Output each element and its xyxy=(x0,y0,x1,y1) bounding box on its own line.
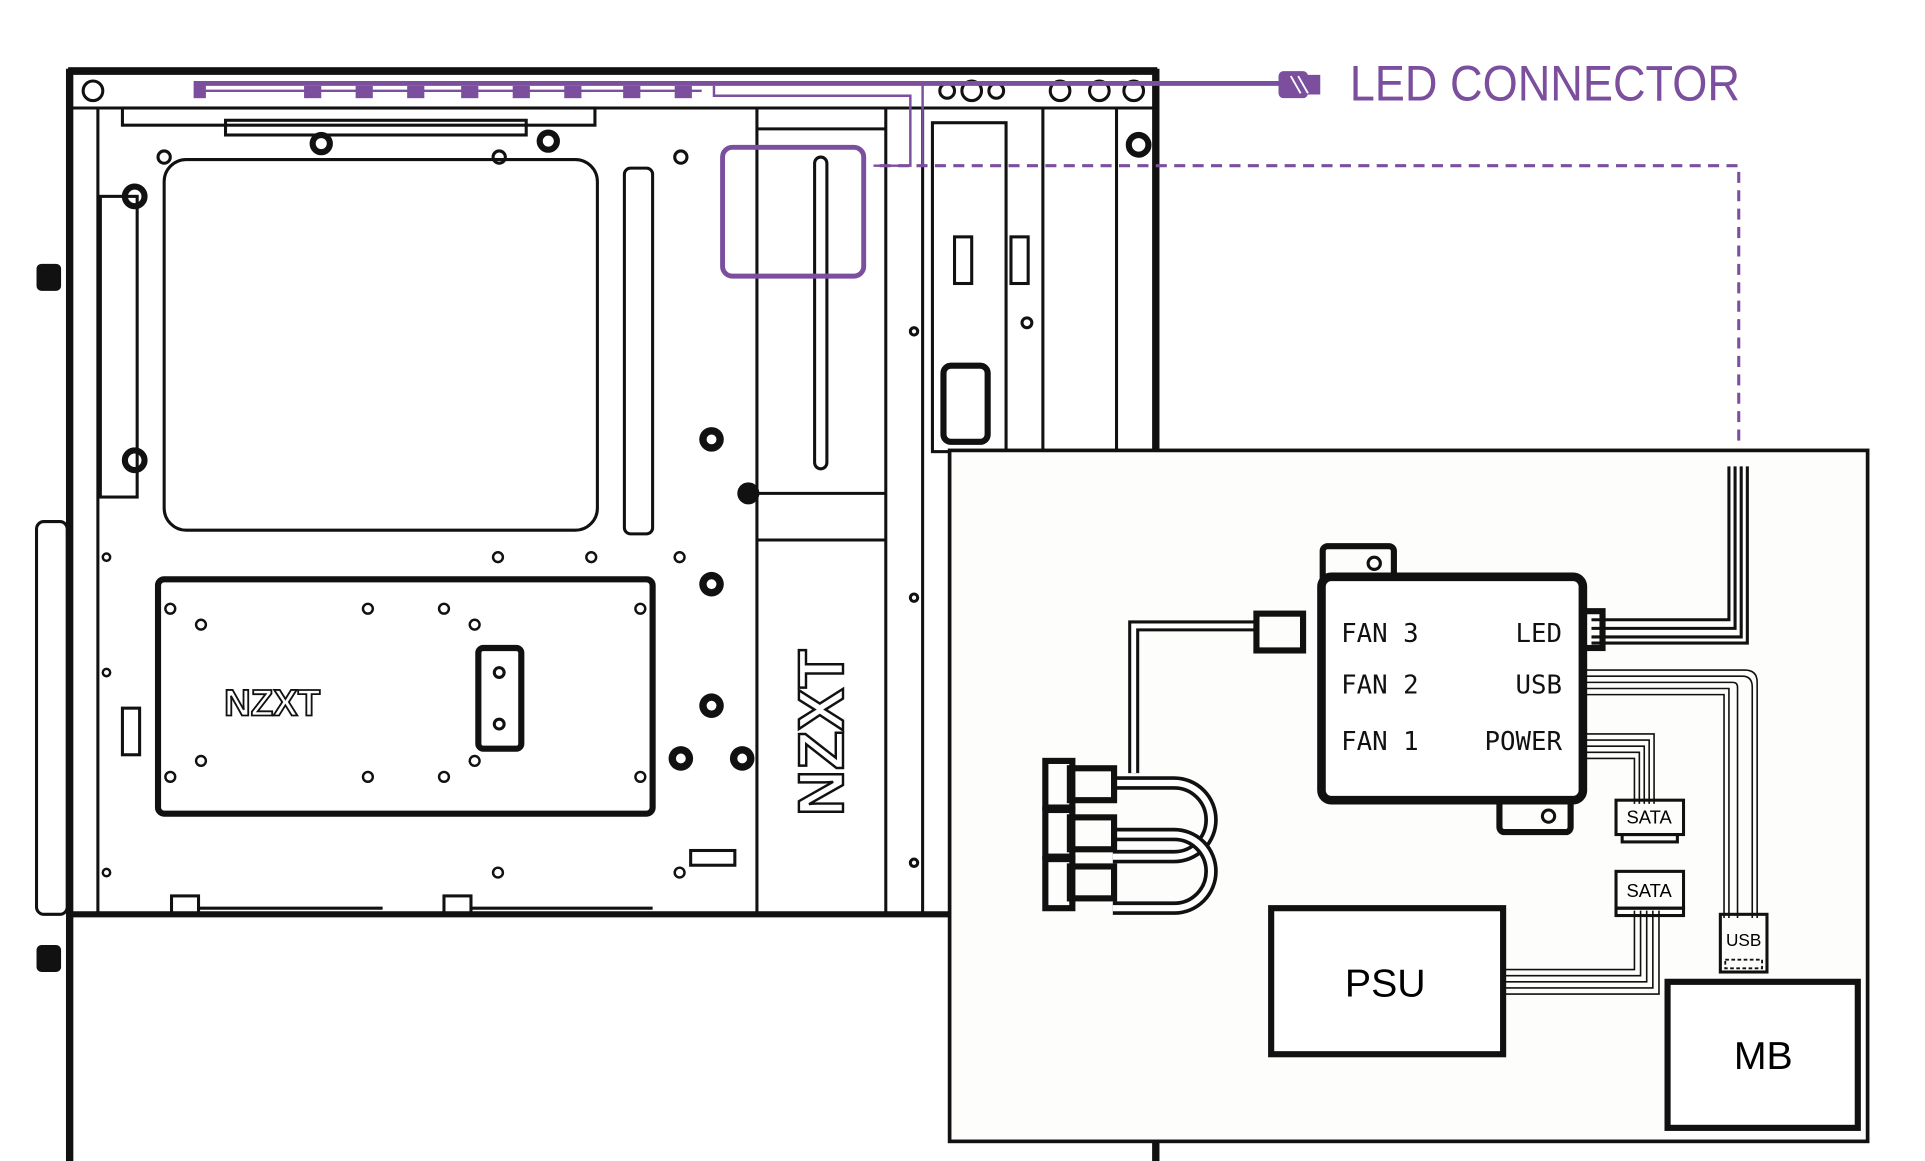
led-header-highlight xyxy=(720,144,867,279)
hub-wiring-inset: FAN 3 FAN 2 FAN 1 LED USB POWER SATA SAT… xyxy=(947,448,1870,1144)
vertical-case-logo: NZXT xyxy=(785,649,857,816)
sata-connector-hub: SATA xyxy=(1614,798,1686,844)
motherboard-block: MB xyxy=(1664,978,1861,1131)
hub-port-fan3: FAN 3 xyxy=(1341,619,1419,649)
led-strip-highlight xyxy=(193,81,1741,448)
hub-port-led: LED xyxy=(1515,619,1562,649)
psu-block: PSU xyxy=(1268,905,1507,1058)
rgb-fan-hub: FAN 3 FAN 2 FAN 1 LED USB POWER xyxy=(1317,543,1606,836)
cable-slot xyxy=(622,166,655,536)
hub-port-fan1: FAN 1 xyxy=(1341,727,1419,757)
plate-logo: NZXT xyxy=(224,682,321,723)
svg-text:SATA: SATA xyxy=(1627,807,1673,828)
svg-text:USB: USB xyxy=(1726,930,1761,950)
hub-port-power: POWER xyxy=(1484,727,1562,757)
svg-text:SATA: SATA xyxy=(1627,880,1673,901)
svg-text:PSU: PSU xyxy=(1345,962,1426,1006)
fan-connectors xyxy=(1042,757,1118,912)
usb-header-connector: USB xyxy=(1718,912,1769,974)
hub-port-fan2: FAN 2 xyxy=(1341,670,1419,700)
led-connector-label: LED CONNECTOR xyxy=(1350,55,1740,112)
svg-text:MB: MB xyxy=(1734,1034,1793,1078)
motherboard-tray-plate xyxy=(154,576,656,817)
hub-port-usb: USB xyxy=(1515,670,1562,700)
sata-connector-psu: SATA xyxy=(1614,869,1686,918)
radiator-mount xyxy=(162,158,599,532)
led-connector-plug-icon xyxy=(1278,71,1321,99)
